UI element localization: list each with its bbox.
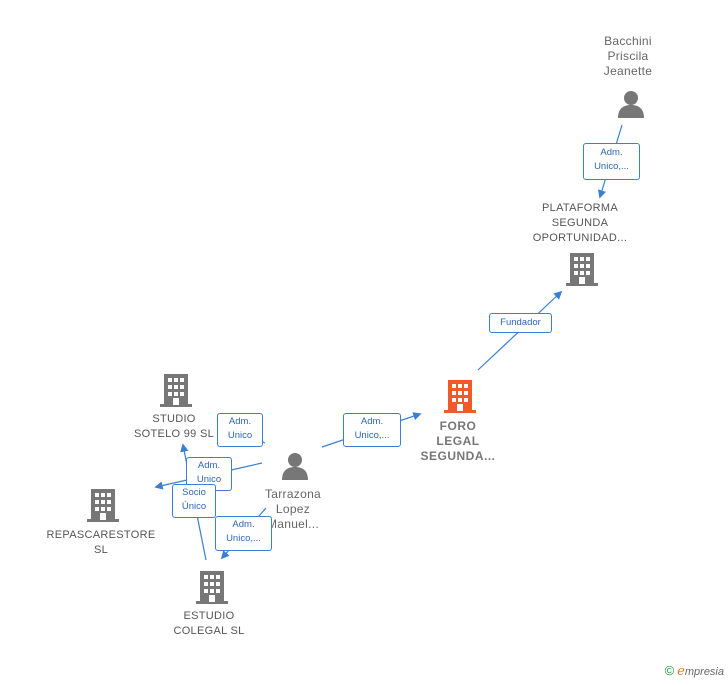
node-label-repascarestore[interactable]: REPASCARESTORE SL (46, 529, 156, 556)
brand-footer: ©empresia (665, 663, 724, 679)
edge-label-adm-unico[interactable]: Adm. Unico,... (343, 413, 401, 447)
node-label-bacchini[interactable]: Bacchini Priscila Jeanette (603, 34, 653, 78)
building-icon[interactable] (87, 487, 119, 523)
edge-label-adm-unico[interactable]: Adm. Unico,... (583, 143, 640, 180)
building-icon[interactable] (566, 251, 598, 287)
brand-name: mpresia (684, 666, 724, 678)
building-icon-focus[interactable] (444, 378, 476, 414)
node-label-plataforma[interactable]: PLATAFORMA SEGUNDA OPORTUNIDAD... (532, 202, 628, 244)
node-label-tarrazona[interactable]: Tarrazona Lopez Manuel... (264, 487, 322, 531)
edge-label-fundador[interactable]: Fundador (489, 313, 552, 333)
edge-label-adm-unico[interactable]: Adm. Unico (217, 413, 263, 447)
building-icon[interactable] (196, 569, 228, 605)
node-label-foro[interactable]: FORO LEGAL SEGUNDA... (420, 419, 496, 463)
brand-e: e (677, 664, 685, 679)
person-icon[interactable] (280, 451, 310, 481)
edge-label-socio-unico[interactable]: Socio Único (172, 484, 216, 518)
node-label-estudio[interactable]: ESTUDIO COLEGAL SL (173, 610, 245, 637)
copyright-icon: © (664, 663, 675, 678)
building-icon[interactable] (160, 372, 192, 408)
edge-label-adm-unico[interactable]: Adm. Unico,... (215, 516, 272, 551)
node-label-studio[interactable]: STUDIO SOTELO 99 SL (133, 413, 215, 440)
person-icon[interactable] (616, 89, 646, 119)
